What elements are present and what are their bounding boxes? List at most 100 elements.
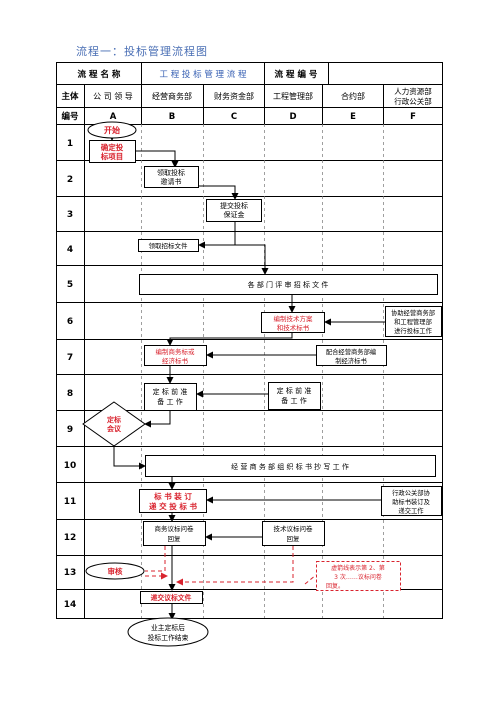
svg-text:配合经营商务部编: 配合经营商务部编 [326, 347, 376, 356]
svg-text:会议: 会议 [107, 424, 122, 433]
node-commercial-bid: 编制商务标或 经济标书 [144, 345, 207, 366]
page-title: 流程一：投标管理流程图 [76, 45, 208, 58]
role-a: 公 司 领 导 [93, 91, 133, 101]
svg-text:回复。: 回复。 [326, 582, 344, 590]
svg-text:审核: 审核 [108, 566, 123, 576]
node-submit-negotiation: 递交议标文件 [140, 591, 203, 604]
svg-text:领取投标: 领取投标 [157, 168, 185, 177]
svg-text:业主定标后: 业主定标后 [151, 623, 185, 632]
svg-text:递交工作: 递交工作 [398, 506, 424, 515]
svg-text:制经济标书: 制经济标书 [335, 356, 366, 365]
svg-text:回复: 回复 [287, 534, 301, 543]
svg-text:进行投标工作: 进行投标工作 [394, 326, 432, 335]
svg-text:各 部 门 评 审 招 标 文 件: 各 部 门 评 审 招 标 文 件 [248, 280, 329, 289]
svg-text:备 工 作: 备 工 作 [281, 396, 306, 405]
code-c: C [231, 112, 237, 122]
node-pre-award-d: 定 标 前 准 备 工 作 [268, 382, 321, 410]
svg-text:定 标 前 准: 定 标 前 准 [277, 386, 312, 395]
flow-no-label: 流 程 编 号 [275, 69, 318, 80]
end-node: 业主定标后 投标工作结束 [127, 617, 209, 647]
row-number-11: 11 [64, 497, 77, 507]
row-number-5: 5 [67, 280, 73, 290]
code-e: E [350, 112, 356, 122]
node-commercial-reply: 商务议标问卷 回复 [143, 521, 206, 546]
roles-label: 主体 [61, 91, 79, 102]
column-dashes [141, 124, 384, 618]
svg-text:技术议标问卷: 技术议标问卷 [274, 524, 314, 533]
row-number-14: 14 [64, 600, 77, 610]
row-number-7: 7 [67, 353, 73, 363]
svg-text:定 标 前 准: 定 标 前 准 [153, 387, 188, 396]
decision-award-meeting: 定标 会议 [82, 401, 146, 447]
svg-text:标 书 装 订: 标 书 装 订 [153, 491, 192, 501]
svg-text:邀请书: 邀请书 [161, 177, 182, 186]
svg-text:递交议标文件: 递交议标文件 [151, 593, 192, 602]
node-invitation: 领取投标 邀请书 [144, 166, 199, 188]
start-node: 开始 [87, 121, 137, 139]
svg-text:和工程管理部: 和工程管理部 [394, 317, 432, 326]
flow-name: 工 程 投 标 管 理 流 程 [160, 69, 247, 80]
code-f: F [410, 112, 416, 122]
svg-text:行政公关部协: 行政公关部协 [392, 488, 430, 497]
row-number-6: 6 [67, 317, 73, 327]
role-e: 合约部 [341, 91, 365, 101]
role-f-2: 行政公关部 [394, 96, 432, 106]
svg-text:和技术标书: 和技术标书 [277, 323, 310, 332]
node-technical-proposal: 编制技术方案 和技术标书 [261, 312, 325, 333]
role-c: 财务资金部 [214, 91, 254, 101]
svg-text:提交投标: 提交投标 [220, 201, 248, 210]
row-number-13: 13 [64, 568, 77, 578]
svg-text:虚箭线表示第 2、第: 虚箭线表示第 2、第 [331, 564, 385, 572]
code-d: D [289, 112, 296, 122]
svg-text:备 工 作: 备 工 作 [157, 397, 182, 406]
connectors [108, 134, 385, 620]
svg-text:投标工作结束: 投标工作结束 [148, 633, 189, 642]
row-number-3: 3 [67, 210, 73, 220]
codes-label: 编号 [61, 111, 79, 122]
node-deposit: 提交投标 保证金 [206, 199, 262, 222]
node-admin-assist: 行政公关部协 助标书装订及 递交工作 [381, 486, 442, 516]
role-b: 经营商务部 [152, 91, 192, 101]
svg-text:编制技术方案: 编制技术方案 [274, 314, 314, 323]
role-f: 人力资源部 [394, 86, 432, 96]
svg-text:标项目: 标项目 [100, 151, 124, 161]
svg-text:保证金: 保证金 [224, 210, 245, 219]
node-review: 审核 [85, 562, 145, 580]
svg-text:协助经营商务部: 协助经营商务部 [391, 308, 435, 317]
node-technical-reply: 技术议标问卷 回复 [262, 521, 325, 546]
note-dashed-arrows: 虚箭线表示第 2、第 3 次……议标问卷 回复。 [316, 561, 401, 591]
node-assist-hr: 协助经营商务部 和工程管理部 进行投标工作 [385, 306, 442, 337]
node-bind-submit: 标 书 装 订 递 交 投 标 书 [139, 489, 207, 513]
node-determine-project: 确定投 标项目 [89, 140, 136, 163]
node-review-docs: 各 部 门 评 审 招 标 文 件 [139, 274, 438, 295]
svg-text:助标书装订及: 助标书装订及 [392, 497, 430, 506]
node-pre-award-b: 定 标 前 准 备 工 作 [144, 383, 197, 411]
svg-text:编制商务标或: 编制商务标或 [156, 347, 196, 356]
node-copy-bid: 经 营 商 务 部 组 织 标 书 抄 写 工 作 [145, 455, 436, 477]
node-assist-contract: 配合经营商务部编 制经济标书 [316, 345, 387, 366]
svg-text:经 营 商 务 部 组 织 标 书 抄 写 工 作: 经 营 商 务 部 组 织 标 书 抄 写 工 作 [231, 462, 349, 471]
row-number-12: 12 [64, 533, 77, 543]
svg-text:递 交 投 标 书: 递 交 投 标 书 [149, 501, 197, 511]
row-number-10: 10 [64, 461, 77, 471]
code-b: B [169, 112, 175, 122]
svg-text:商务议标问卷: 商务议标问卷 [155, 524, 195, 533]
node-get-tender-docs: 领取招标文件 [138, 239, 199, 252]
start-label: 开始 [104, 125, 120, 135]
svg-text:定标: 定标 [107, 415, 121, 424]
row-number-1: 1 [67, 139, 73, 149]
svg-text:确定投: 确定投 [101, 142, 124, 152]
row-number-4: 4 [67, 245, 73, 255]
role-d: 工程管理部 [273, 91, 313, 101]
svg-text:3 次……议标问卷: 3 次……议标问卷 [334, 573, 382, 581]
flow-name-label: 流 程 名 称 [78, 69, 121, 80]
code-a: A [110, 112, 117, 122]
row-number-2: 2 [67, 175, 73, 185]
row-number-9: 9 [67, 425, 73, 435]
svg-text:经济标书: 经济标书 [162, 356, 189, 365]
svg-text:回复: 回复 [168, 534, 182, 543]
svg-text:领取招标文件: 领取招标文件 [149, 241, 189, 250]
row-number-8: 8 [67, 389, 73, 399]
dashed-connectors [145, 546, 317, 586]
